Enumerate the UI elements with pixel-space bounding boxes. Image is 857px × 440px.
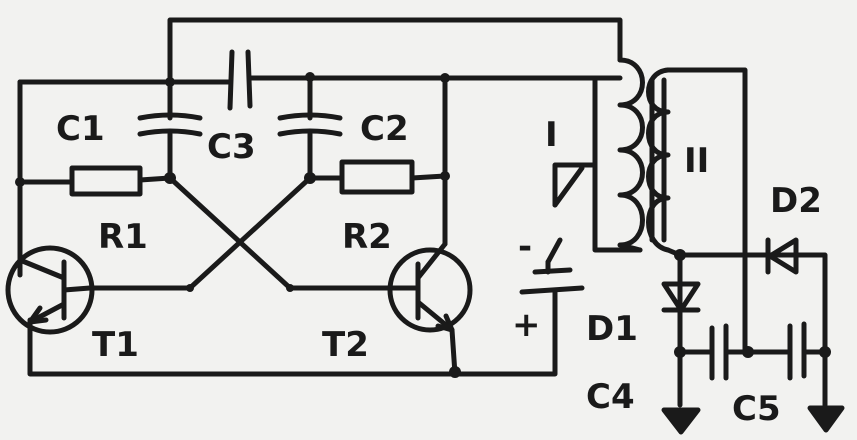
capacitor-c5 [787,321,807,381]
wire-secondary-top [665,67,748,355]
wire-battery-link [545,237,563,265]
wire-cross-b [187,175,313,291]
label-t1: T1 [92,325,139,365]
label-r1: R1 [98,217,148,257]
ground-symbol [807,405,845,433]
junction [164,172,176,184]
resistor-r2 [339,159,415,195]
junction [440,73,450,83]
junction [305,72,315,82]
junction [674,249,686,261]
junction [674,346,686,358]
label-winding-secondary: II [684,141,709,181]
label-c3: C3 [207,127,256,167]
label-c2: C2 [360,109,409,149]
wire-cross-a [167,175,293,291]
capacitor-c4 [709,323,729,381]
label-d1: D1 [586,309,638,349]
switch [552,165,585,208]
wire-bottom-rail [27,297,558,377]
junction [286,284,294,292]
wire-secondary-bottom [665,247,828,408]
junction [165,77,175,87]
label-c4: C4 [586,377,635,417]
secondary-winding [646,67,671,253]
label-c5: C5 [732,389,781,429]
junction [819,346,831,358]
junction [186,284,194,292]
wire-r2-right [409,173,448,181]
battery [519,259,585,303]
capacitor-c2 [277,112,343,137]
primary-winding [617,57,645,253]
junction [440,171,450,181]
junction [15,177,25,187]
label-winding-primary: I [545,115,558,155]
diode-d2 [765,237,799,275]
junction [742,346,754,358]
junctions [15,72,831,378]
ground-symbol [661,407,701,435]
capacitor-c3 [227,49,253,111]
junction [449,366,461,378]
label-c1: C1 [56,109,105,149]
junction [304,172,316,184]
label-r2: R2 [342,217,392,257]
wire-switch-top [552,162,598,208]
label-battery-plus: + [512,305,541,345]
wires [17,17,828,408]
capacitor-c1 [137,112,203,137]
label-d2: D2 [770,181,822,221]
wire-primary-bottom [592,75,643,253]
diode-d1 [661,281,701,313]
label-battery-minus: - [518,227,532,267]
transformer [617,57,671,253]
wire-top-feedback [167,17,623,83]
transistor-t2 [387,241,473,333]
resistor-r1 [69,165,143,197]
label-t2: T2 [322,325,369,365]
transistor-t1 [5,245,95,335]
